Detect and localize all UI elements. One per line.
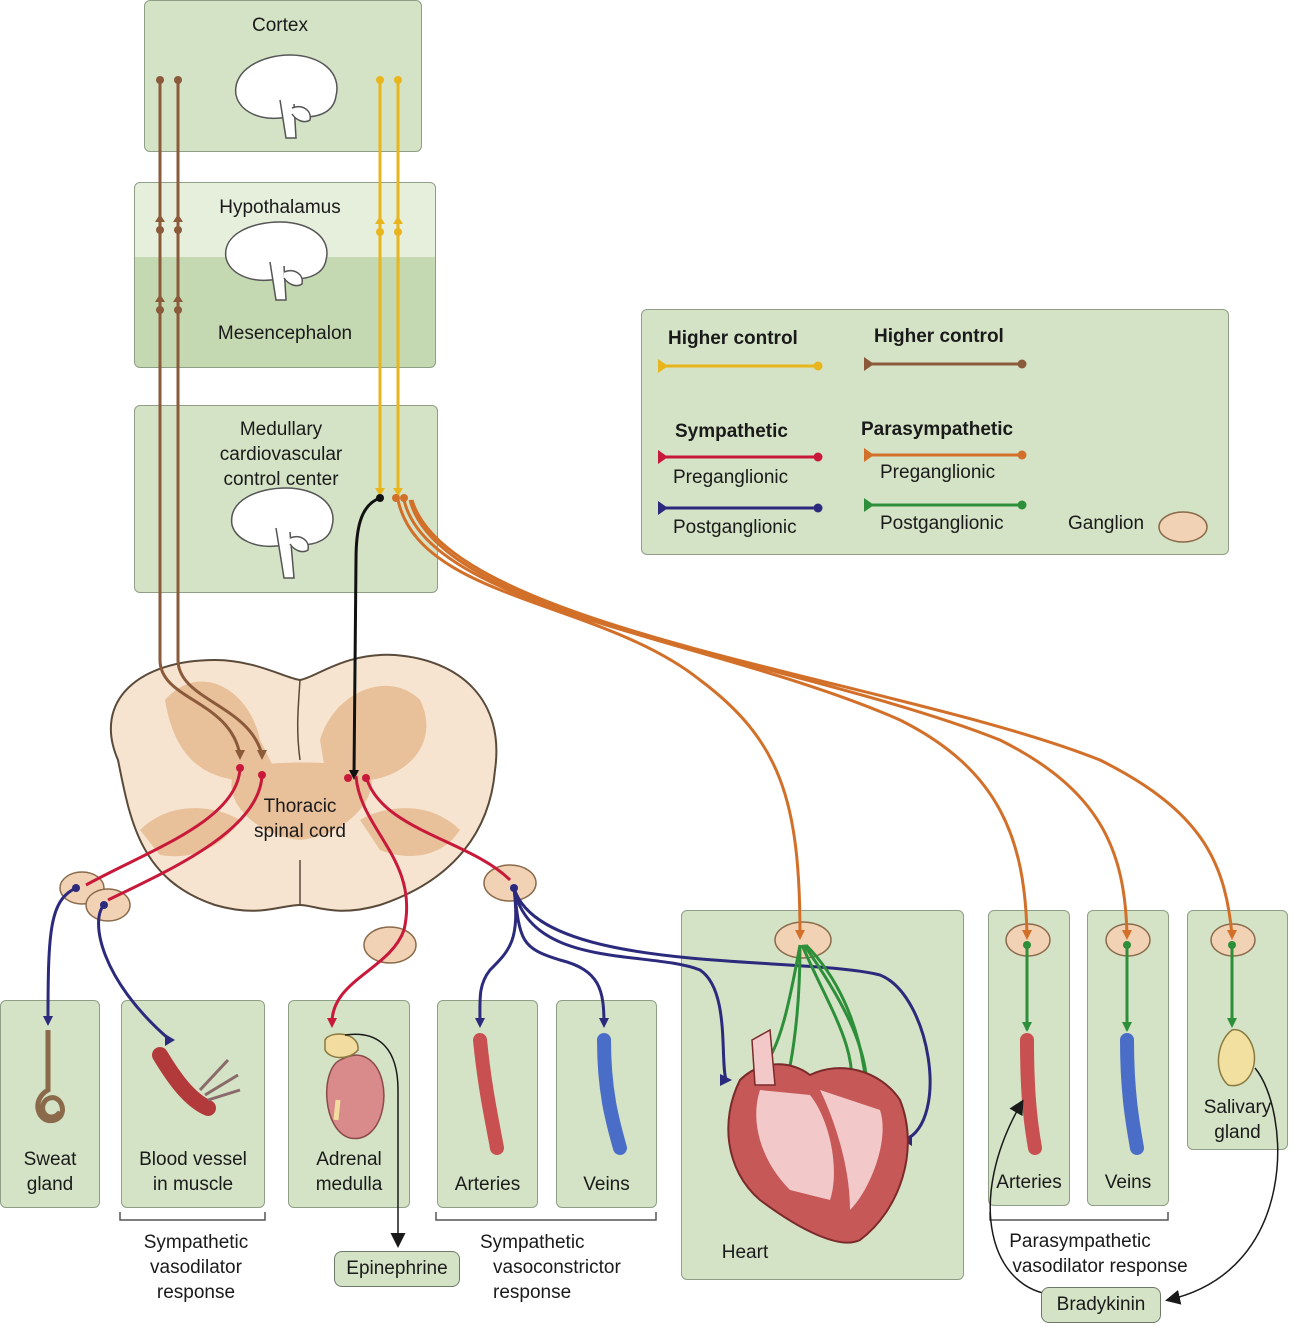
sweat-gland-panel (0, 1000, 100, 1208)
para-vein-icon (1120, 1033, 1144, 1155)
medulla-label-2: cardiovascular (219, 444, 343, 465)
sweat-gland-icon (35, 1030, 65, 1124)
salivary-gland-icon (1217, 1028, 1256, 1087)
medulla-label-1: Medullary (239, 419, 323, 440)
legend-higher-control-2: Higher control (874, 326, 1004, 347)
para-vasodilator-label-2: vasodilator response (1012, 1256, 1188, 1277)
higher-control-brown-fibers (158, 80, 264, 756)
legend-para-pre: Preganglionic (880, 462, 996, 483)
spinal-cord-label-2: spinal cord (254, 821, 346, 842)
symp-vasoconstrictor-label-3: response (493, 1282, 572, 1303)
para-arteries-label: Arteries (996, 1172, 1062, 1193)
legend-para-post: Postganglionic (880, 513, 1004, 534)
medulla-to-cord-fiber (352, 496, 381, 776)
higher-control-yellow-fibers (378, 80, 400, 495)
symp-vasodilator-label-2: vasodilator (150, 1257, 242, 1278)
ganglion-adrenal (363, 926, 417, 964)
brain-icon-cortex (235, 54, 338, 139)
adrenal-label-2: medulla (315, 1174, 383, 1195)
legend-symp-pre: Preganglionic (673, 467, 789, 488)
spinal-cord-label-1: Thoracic (263, 796, 337, 817)
veins-label: Veins (583, 1174, 630, 1195)
para-artery-icon (1020, 1033, 1042, 1155)
cortex-label: Cortex (252, 15, 308, 36)
symp-vasoconstrictor-label-2: vasoconstrictor (493, 1257, 621, 1278)
hypothalamus-label: Hypothalamus (219, 197, 341, 218)
epinephrine-badge: Epinephrine (334, 1251, 460, 1287)
symp-vasodilator-label-3: response (156, 1282, 236, 1303)
legend-ganglion: Ganglion (1068, 513, 1145, 534)
salivary-to-bradykinin-arrow (1165, 1067, 1279, 1305)
salivary-label-1: Salivary (1203, 1097, 1272, 1118)
ganglion-heart (774, 921, 832, 959)
brain-icon-hypothalamus (225, 221, 328, 301)
artery-icon (473, 1033, 504, 1155)
adrenal-label-1: Adrenal (316, 1149, 382, 1170)
medulla-label-3: control center (223, 469, 339, 490)
adrenal-kidney-icon (324, 1033, 385, 1140)
heart-icon (727, 1028, 909, 1244)
vessel-label-1: Blood vessel (139, 1149, 247, 1170)
ganglia (59, 511, 1256, 964)
spinal-cord (109, 653, 498, 912)
legend-parasympathetic: Parasympathetic (861, 419, 1014, 440)
vessel-label-2: in muscle (152, 1174, 234, 1195)
sweat-label-1: Sweat (23, 1149, 77, 1170)
heart-label: Heart (721, 1242, 769, 1263)
legend-lines (660, 362, 1022, 510)
salivary-label-2: gland (1214, 1122, 1261, 1143)
para-vasodilator-label-1: Parasympathetic (1009, 1231, 1151, 1252)
legend-symp-post: Postganglionic (673, 517, 797, 538)
legend-panel (641, 309, 1229, 555)
sweat-label-2: gland (26, 1174, 74, 1195)
bradykinin-to-artery-arrow (989, 1099, 1056, 1296)
parasympathetic-preganglionic-fibers (396, 499, 1234, 936)
vein-icon (597, 1033, 627, 1155)
mesencephalon-label: Mesencephalon (217, 323, 353, 344)
brain-icon-medulla (231, 487, 334, 579)
arteries-label: Arteries (454, 1174, 521, 1195)
bradykinin-badge: Bradykinin (1041, 1287, 1161, 1323)
sympathetic-preganglionic-fibers (85, 767, 512, 1026)
sympathetic-postganglionic-fibers (46, 886, 932, 1142)
epinephrine-arrow (344, 1033, 406, 1248)
ganglion-vasoconstrictor (483, 864, 537, 902)
symp-vasoconstrictor-label-1: Sympathetic (480, 1232, 585, 1253)
symp-vasodilator-label-1: Sympathetic (143, 1232, 249, 1253)
legend-sympathetic: Sympathetic (675, 421, 788, 442)
ganglion-legend-icon (1158, 511, 1208, 543)
response-brackets (119, 1212, 1169, 1221)
para-veins-label: Veins (1104, 1172, 1152, 1193)
muscle-vessel-icon (152, 1047, 241, 1116)
legend-higher-control-1: Higher control (668, 328, 798, 349)
